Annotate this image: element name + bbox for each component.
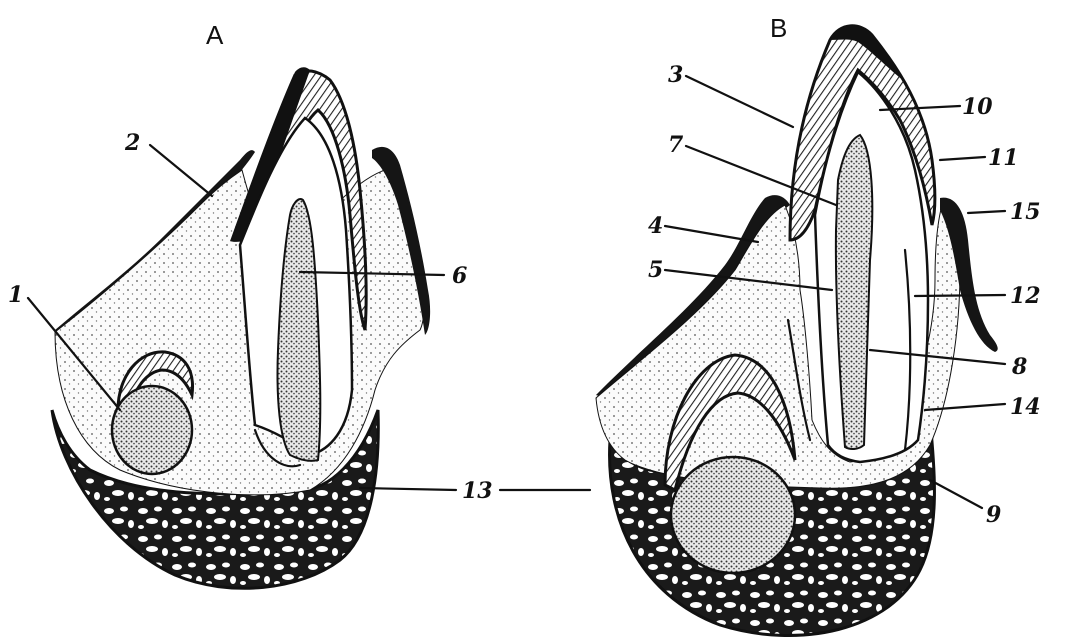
- panel-a: A: [52, 20, 430, 588]
- label-12: 12: [1010, 283, 1041, 309]
- leader-11: [940, 157, 985, 160]
- leader-9: [930, 480, 982, 508]
- label-6: 6: [452, 263, 467, 289]
- leader-15: [968, 211, 1005, 213]
- label-7: 7: [668, 132, 684, 158]
- label-13: 13: [462, 478, 493, 504]
- label-9: 9: [986, 502, 1001, 528]
- leader-2: [150, 145, 212, 196]
- label-11: 11: [988, 145, 1019, 171]
- label-14: 14: [1010, 394, 1041, 420]
- panel-a-germ-papilla: [112, 386, 192, 474]
- leader-3: [686, 76, 793, 127]
- label-5: 5: [648, 257, 663, 283]
- label-3: 3: [668, 62, 683, 88]
- label-2: 2: [124, 130, 140, 156]
- leader-12: [915, 295, 1005, 296]
- panel-b-germ-papilla: [671, 457, 795, 573]
- panel-b-title: B: [770, 13, 787, 43]
- label-4: 4: [648, 213, 663, 239]
- label-8: 8: [1011, 354, 1027, 380]
- label-15: 15: [1010, 199, 1041, 225]
- panel-a-title: A: [206, 20, 224, 50]
- label-1: 1: [8, 282, 23, 308]
- label-10: 10: [962, 94, 993, 120]
